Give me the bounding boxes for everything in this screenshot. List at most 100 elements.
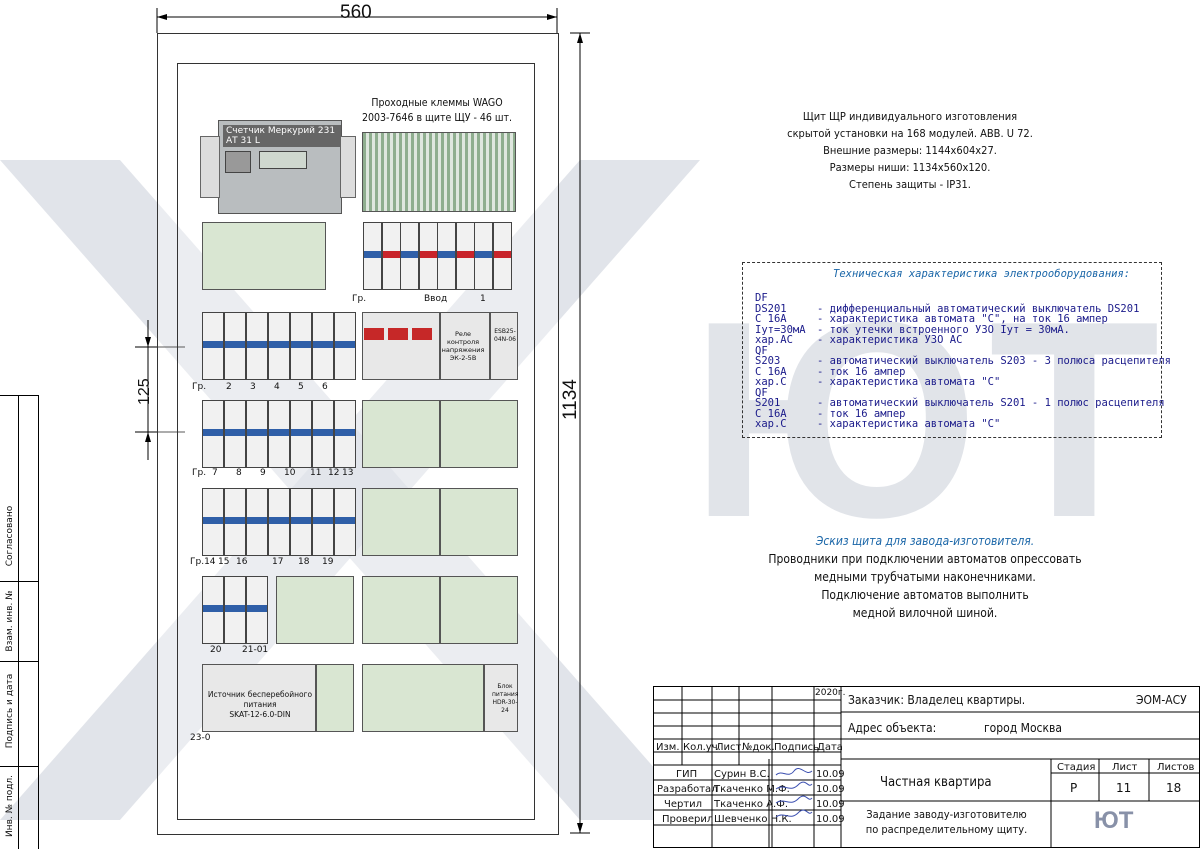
row-label-17: 13 [342,468,354,478]
row-label-26: 23-0 [190,733,211,743]
tech-row: DS201- дифференциальный автоматический в… [755,302,1140,315]
notes-line-4: Размеры ниши: 1134х560х120. [829,161,991,174]
signature-marks [775,767,813,818]
device-block [362,576,440,644]
tb-object: Частная квартира [880,775,992,790]
breaker-module [246,576,268,644]
tb-name-0: Сурин В.С. [714,769,770,780]
row-label-14: 10 [284,468,296,478]
tb-role-3: Проверил [662,814,714,825]
tech-row: С 16А- ток 16 ампер [755,365,906,378]
tb-sheets: 18 [1166,781,1182,795]
tech-row: S203- автоматический выключатель S203 - … [755,356,1171,367]
notes-block: Щит ЩР индивидуального изготовления скры… [780,108,1040,193]
tech-key: QF [755,344,768,357]
breaker-module [268,400,290,468]
tb-sheet-h: Лист [1112,762,1138,773]
display-module [388,328,408,340]
tb-h-sign: Подпись [774,742,819,753]
electricity-meter: Счетчик Меркурий 231 АТ 31 L [218,120,342,214]
tb-role-0: ГИП [676,769,698,780]
tb-role-2: Чертил [664,799,703,810]
tech-key: Iут=30мА [755,323,806,336]
row-label-9: 6 [322,382,328,392]
wago-terminals [362,132,516,212]
tb-h-izm: Изм. [656,742,680,753]
row-label-3: 1 [480,294,486,304]
breaker-module [437,222,456,290]
breaker-module [474,222,493,290]
row-label-5: 2 [226,382,232,392]
row-label-10: Гр. [192,468,207,478]
breaker-module [202,400,224,468]
tech-key: хар.С [755,418,787,430]
row-label-18: Гр.14 [190,557,216,567]
tech-value: - дифференциальный автоматический выключ… [817,302,1140,315]
tb-name-3: Шевченко Н.К. [714,814,792,825]
tech-key: С 16А [755,407,787,420]
tech-key: С 16А [755,365,787,378]
tech-row: QF [755,344,817,357]
sketch-line-2: медными трубчатыми наконечниками. [814,570,1036,584]
breaker-module [290,488,312,556]
tb-task: Задание заводу-изготовителю по распредел… [865,808,1028,836]
row-label-8: 5 [298,382,304,392]
esb-label: ESB25-04N-06 [494,328,516,343]
device-block [362,400,440,468]
tb-h-date: Дата [817,742,843,753]
tech-value: - ток 16 ампер [817,407,906,420]
tech-key: хар.С [755,376,787,388]
device-block [316,664,354,732]
wago-title: Проходные клеммы WAGO 2003-7646 в щите Щ… [361,97,513,124]
row-label-13: 9 [260,468,266,478]
device-block [440,400,518,468]
tb-name-1: Ткаченко М.Ф. [714,784,790,795]
row-label-4: Гр. [192,382,207,392]
tech-row: С 16А - характеристика автомата "С", на т… [755,314,1108,325]
dim-height: 1134 [560,379,581,420]
tb-date-2: 10.09 [816,799,845,810]
tb-year: 2020г. [815,688,846,698]
device-block [202,664,316,732]
row-label-7: 4 [274,382,280,392]
tb-code: ЭОМ-АСУ [1136,693,1187,707]
hdr-label: Блок питания HDR-30-24 [492,683,519,714]
tb-stage-h: Стадия [1057,762,1096,773]
tb-sheet: 11 [1116,781,1132,795]
device-block [490,312,518,380]
row-label-19: 15 [218,557,230,567]
tech-value: - характеристика автомата "С", на ток 16… [817,313,1108,325]
row-label-22: 18 [298,557,310,567]
notes-line-3: Внешние размеры: 1144х604х27. [823,144,997,157]
row-label-20: 16 [236,557,248,567]
display-module [364,328,384,340]
relay-label: Реле контроля напряжения ЭК-2-5В [441,330,485,362]
breaker-module [400,222,419,290]
tech-row: хар.С- характеристика автомата "С" [755,419,1000,430]
breaker-module [202,576,224,644]
tb-sheets-h: Листов [1157,762,1195,773]
breaker-module [312,400,334,468]
tb-h-ndoc: №док. [742,742,775,753]
row-label-12: 8 [236,468,242,478]
meter-label: Счетчик Меркурий 231 АТ 31 L [223,125,341,147]
device-block [440,312,490,380]
tech-key: С 16А [755,313,787,325]
tb-date-0: 10.09 [816,769,845,780]
breaker-module [492,222,512,290]
tech-row: хар.С- характеристика автомата "С" [755,377,1000,388]
device-block [440,576,518,644]
breaker-module [455,222,475,290]
side-stamp: Согласовано Взам. инв. № Подпись и дата … [0,395,39,849]
breaker-module [268,312,290,380]
row-label-1: Гр. [352,294,367,304]
breaker-module [363,222,382,290]
tb-name-2: Ткаченко А.Ф. [714,799,789,810]
notes-line-2: скрытой установки на 168 модулей. ABB. U… [787,127,1033,140]
breaker-module [268,488,290,556]
notes-line-5: Степень защиты - IP31. [849,178,971,191]
row-label-11: 7 [212,468,218,478]
row-label-6: 3 [250,382,256,392]
tech-box: Техническая характеристика электрооборуд… [742,262,1171,438]
tech-key: S203 [755,355,781,367]
